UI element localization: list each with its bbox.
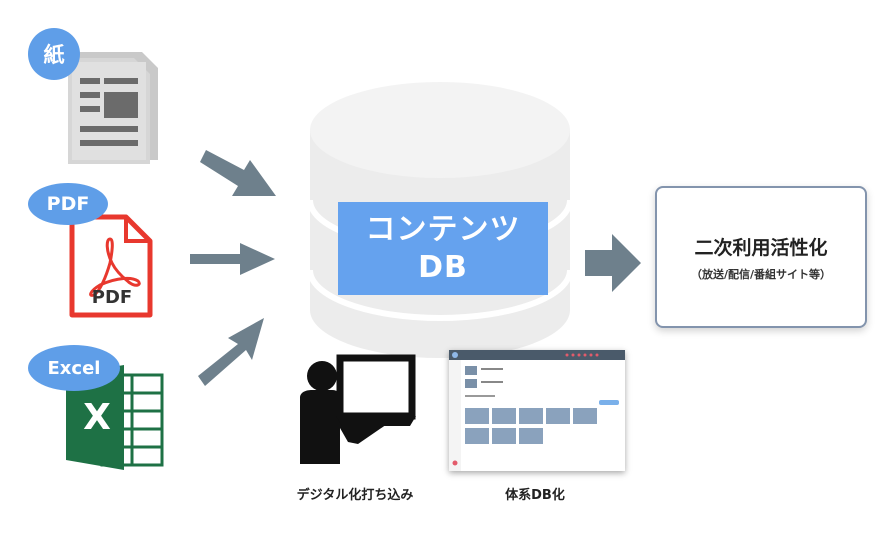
pdf-badge: PDF	[28, 183, 108, 225]
excel-badge: Excel	[28, 345, 120, 391]
content-db-label: コンテンツ DB	[338, 202, 548, 295]
pdf-icon-text: PDF	[91, 287, 133, 308]
output-subtitle: （放送/配信/番組サイト等）	[690, 267, 832, 281]
arrow-excel-to-db-icon	[198, 318, 264, 386]
arrow-paper-to-db-icon	[200, 150, 276, 196]
excel-icon-letter: X	[83, 397, 111, 438]
system-db-screenshot	[449, 350, 625, 471]
pdf-file-icon	[69, 214, 153, 318]
newspaper-icon	[68, 52, 158, 164]
arrow-pdf-to-db-icon	[190, 243, 275, 275]
screenshot-thumbnail-icon	[449, 350, 625, 471]
person-at-computer-icon	[300, 354, 416, 464]
db-label-line2: DB	[418, 249, 468, 285]
arrow-db-to-output-icon	[585, 234, 641, 292]
output-box: 二次利用活性化 （放送/配信/番組サイト等）	[655, 186, 867, 328]
db-label-line1: コンテンツ	[365, 212, 521, 247]
caption-digitize: デジタル化打ち込み	[296, 488, 414, 503]
excel-source: X Excel	[28, 345, 168, 475]
paper-badge: 紙	[28, 28, 80, 80]
output-title: 二次利用活性化	[694, 236, 828, 259]
pdf-source: PDF PDF	[28, 183, 158, 323]
excel-icon	[66, 365, 164, 470]
paper-source: 紙	[28, 28, 158, 164]
caption-systemize: 体系DB化	[505, 488, 565, 503]
